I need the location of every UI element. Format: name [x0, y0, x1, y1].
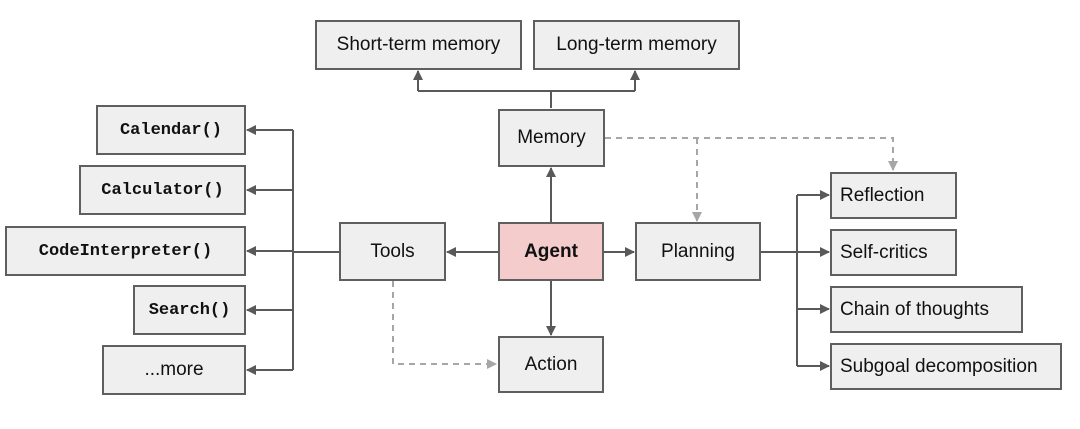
chain-of-thoughts-node: Chain of thoughts: [830, 286, 1023, 333]
tool-calendar-node: Calendar(): [96, 105, 246, 155]
planning-node: Planning: [635, 222, 761, 281]
action-node: Action: [498, 336, 604, 393]
memory-node: Memory: [498, 109, 605, 167]
long-term-memory-node: Long-term memory: [533, 20, 740, 70]
agent-node: Agent: [498, 222, 604, 281]
reflection-node: Reflection: [830, 172, 957, 219]
tool-search-node: Search(): [133, 285, 246, 335]
tool-calculator-node: Calculator(): [79, 165, 246, 215]
tool-code-interpreter-node: CodeInterpreter(): [5, 226, 246, 276]
subgoal-decomposition-node: Subgoal decomposition: [830, 343, 1062, 390]
self-critics-node: Self-critics: [830, 229, 957, 276]
tool-more-node: ...more: [102, 345, 246, 395]
edge-tools-to-action-dashed: [392, 281, 497, 369]
short-term-memory-node: Short-term memory: [315, 20, 522, 70]
tools-node: Tools: [339, 222, 446, 281]
edge-memory-to-reflection-dashed: [605, 137, 898, 171]
